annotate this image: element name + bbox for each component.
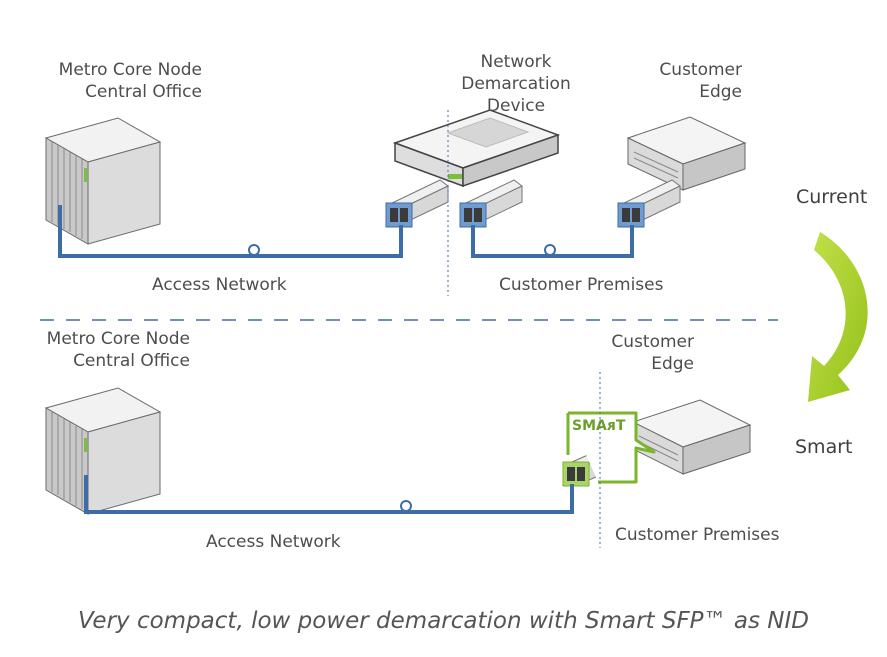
- core-server-icon: [44, 387, 162, 515]
- access-network-link: [84, 475, 574, 514]
- customer-premises-label: Customer Premises: [499, 275, 664, 295]
- smart-badge: SMAᴙT: [566, 411, 656, 484]
- smart-state-label: Smart: [795, 436, 853, 458]
- access-network-label: Access Network: [206, 532, 341, 552]
- smart-badge-text: SMAᴙT: [572, 418, 626, 434]
- caption: Very compact, low power demarcation with…: [78, 608, 809, 634]
- current-state-label: Current: [796, 186, 868, 208]
- sfp-module-icon: [459, 179, 523, 228]
- sfp-module-icon: [617, 179, 681, 228]
- core-server-icon: [44, 117, 162, 245]
- access-network-label: Access Network: [152, 275, 287, 295]
- customer-edge-device-icon: [631, 399, 752, 475]
- customer-premises-link: [471, 225, 634, 258]
- sfp-module-icon: [385, 179, 449, 228]
- transition-arrow-icon: [808, 232, 868, 402]
- nid-device-icon: [392, 109, 561, 188]
- access-network-link: [58, 205, 403, 258]
- customer-premises-label: Customer Premises: [615, 525, 780, 545]
- customer-edge-device-icon: [626, 116, 747, 191]
